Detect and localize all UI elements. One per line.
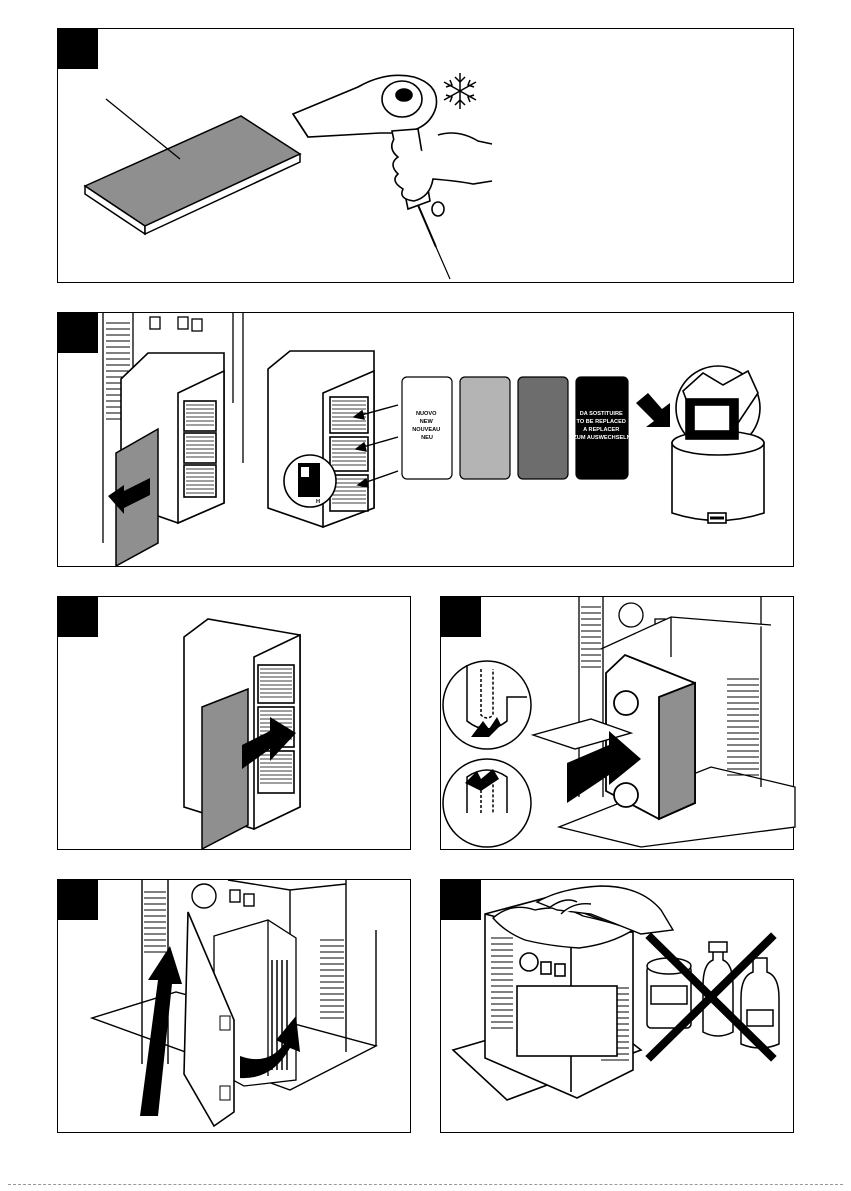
- step-5-panel: [57, 879, 411, 1133]
- arrow-right-icon: [636, 393, 670, 427]
- magnifier-detail: H: [284, 455, 336, 507]
- hair-dryer-icon: [293, 75, 492, 279]
- step-2-panel: H NUOVO NEW NOUVEAU NEU DA SOSTITUIRE: [57, 312, 794, 567]
- prefilter-panel: [202, 689, 248, 849]
- prefilter-panel: [108, 429, 158, 566]
- card-new-line-1: NUOVO: [416, 411, 437, 417]
- card-replace-line-3: A REPLACER: [583, 427, 619, 433]
- card-replace-line-4: ZUM AUSWECHSELN: [573, 435, 630, 441]
- page-bottom-edge: [8, 1184, 843, 1185]
- prefilter-pad: [85, 116, 300, 234]
- card-replace-line-2: TO BE REPLACED: [577, 419, 626, 425]
- card-new-line-2: NEW: [420, 419, 434, 425]
- card-medium: [518, 377, 568, 479]
- step-6-panel: [440, 879, 794, 1133]
- step-4-illustration: [441, 597, 795, 851]
- step-6-illustration: [441, 880, 795, 1134]
- card-replace-line-1: DA SOSTITUIRE: [580, 411, 623, 417]
- card-new-line-4: NEU: [421, 435, 433, 441]
- step-1-panel: [57, 28, 794, 283]
- step-4-panel: [440, 596, 794, 850]
- step-1-illustration: [58, 29, 795, 284]
- card-light: [460, 377, 510, 479]
- step-2-illustration: H NUOVO NEW NOUVEAU NEU DA SOSTITUIRE: [58, 313, 795, 568]
- step-3-panel: [57, 596, 411, 850]
- step-3-illustration: [58, 597, 412, 851]
- trash-bin-icon: [672, 366, 764, 523]
- card-new-line-3: NOUVEAU: [412, 427, 440, 433]
- pointer-line: [106, 99, 180, 159]
- snowflake-icon: [444, 73, 476, 109]
- detail-magnifier-top: [443, 661, 531, 749]
- filter-status-cards: NUOVO NEW NOUVEAU NEU DA SOSTITUIRE TO B…: [402, 377, 631, 479]
- detail-magnifier-bottom: [443, 759, 531, 847]
- step-5-illustration: [58, 880, 412, 1134]
- filter-label: H: [316, 499, 320, 505]
